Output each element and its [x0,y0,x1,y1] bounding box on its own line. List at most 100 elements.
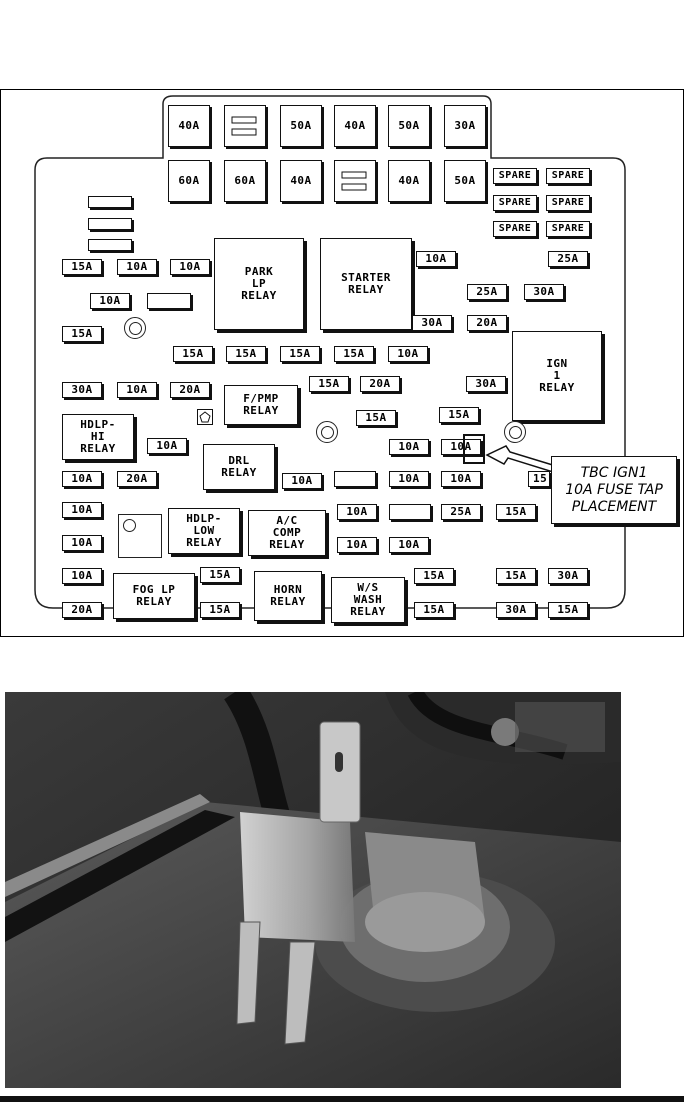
fuse: 15A [226,346,266,362]
fuse-top-5: 50A [388,105,430,147]
fuse: 15A [496,504,536,520]
starter-relay: STARTER RELAY [320,238,412,330]
empty-slot [88,218,132,230]
fuse-tap-callout: TBC IGN1 10A FUSE TAP PLACEMENT [551,456,677,524]
fuse: 10A [117,382,157,398]
fuse: 15A [548,602,588,618]
empty-slot [147,293,191,309]
fuse-top-r2-4-empty [334,160,376,202]
drl-relay: DRL RELAY [203,444,275,490]
ws-wash-relay: W/S WASH RELAY [331,577,405,623]
callout-line-3: PLACEMENT [571,498,657,515]
fuse: 10A [441,471,481,487]
fuse: 15A [414,602,454,618]
empty-slot [88,196,132,208]
fuse-top-2-empty [224,105,266,147]
fuse: 15A [173,346,213,362]
fuse: 15A [280,346,320,362]
spare-fuse: SPARE [546,195,590,211]
mounting-hole [118,514,162,558]
photo-illustration [5,692,621,1088]
pentagon-marker [197,409,213,425]
fuse: 15A [334,346,374,362]
fuse: 15A [62,326,102,342]
fuse: 10A [62,568,102,584]
fuse: 15A [200,602,240,618]
horn-relay: HORN RELAY [254,571,322,621]
fuse: 20A [170,382,210,398]
spare-fuse: SPARE [546,221,590,237]
fuse: 10A [389,471,429,487]
park-lp-relay: PARK LP RELAY [214,238,304,330]
mounting-hole [316,421,338,443]
fuse: 20A [467,315,507,331]
fuse-top-6: 30A [444,105,486,147]
mounting-hole [504,421,526,443]
fuse: 30A [412,315,452,331]
fuse: 10A [388,346,428,362]
fuse: 15A [439,407,479,423]
mounting-hole [124,317,146,339]
fuse: 20A [62,602,102,618]
fuse: 25A [548,251,588,267]
fuse-top-r2-1: 60A [168,160,210,202]
fuse-top-1: 40A [168,105,210,147]
fuse-box-outline [34,95,626,609]
ac-comp-relay: A/C COMP RELAY [248,510,326,556]
fuse: 10A [170,259,210,275]
fuse: 20A [117,471,157,487]
fog-lp-relay: FOG LP RELAY [113,573,195,619]
ign-1-relay: IGN 1 RELAY [512,331,602,421]
fuse: 30A [496,602,536,618]
fuse: 30A [548,568,588,584]
fuse: 15A [309,376,349,392]
fuse: 10A [117,259,157,275]
fuse-top-r2-5: 40A [388,160,430,202]
fuse-partial: 15 [528,471,550,487]
spare-fuse: SPARE [493,195,537,211]
fuse: 10A [389,439,429,455]
fuse: 10A [90,293,130,309]
fuse-top-3: 50A [280,105,322,147]
fuse: 10A [62,502,102,518]
fuse: 15A [496,568,536,584]
empty-slot [334,471,376,487]
tapped-fuse: 10A [441,439,481,455]
empty-slot [88,239,132,251]
pentagon-icon [199,411,211,423]
fuse: 25A [441,504,481,520]
callout-line-1: TBC IGN1 [580,464,648,481]
fuse: 10A [389,537,429,553]
fuse-top-r2-3: 40A [280,160,322,202]
spare-fuse: SPARE [546,168,590,184]
fuse: 30A [466,376,506,392]
fuse-top-4: 40A [334,105,376,147]
fuse: 15A [62,259,102,275]
fpmp-relay: F/PMP RELAY [224,385,298,425]
bottom-rule [0,1096,684,1102]
fuse: 15A [414,568,454,584]
fuse: 10A [337,537,377,553]
hdlp-hi-relay: HDLP- HI RELAY [62,414,134,460]
fuse: 10A [337,504,377,520]
spare-fuse: SPARE [493,168,537,184]
fuse-top-r2-6: 50A [444,160,486,202]
fuse: 15A [200,567,240,583]
fuse-slot-icon [231,116,257,136]
hdlp-low-relay: HDLP- LOW RELAY [168,508,240,554]
fuse: 15A [356,410,396,426]
empty-slot [389,504,431,520]
fuse-slot-icon [341,171,367,191]
spare-fuse: SPARE [493,221,537,237]
fuse: 10A [62,471,102,487]
fuse: 10A [147,438,187,454]
fuse: 30A [524,284,564,300]
fuse-top-r2-2: 60A [224,160,266,202]
fuse: 10A [416,251,456,267]
fuse: 25A [467,284,507,300]
fuse-tap-photo [5,692,621,1088]
fuse: 30A [62,382,102,398]
callout-line-2: 10A FUSE TAP [565,481,663,498]
fuse: 10A [62,535,102,551]
fuse: 20A [360,376,400,392]
